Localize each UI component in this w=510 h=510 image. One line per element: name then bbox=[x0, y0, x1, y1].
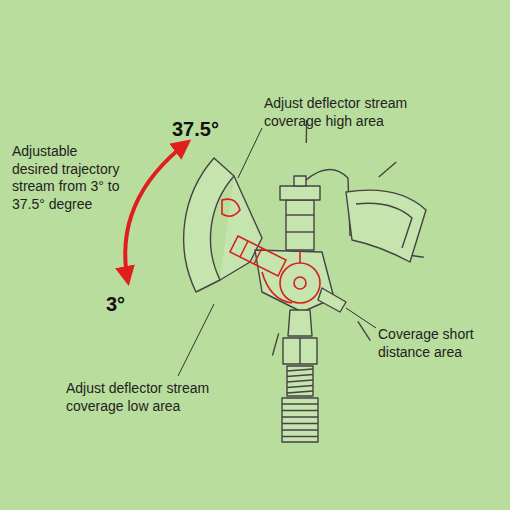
thread-line bbox=[282, 423, 318, 424]
barrel-ring bbox=[240, 241, 248, 257]
deflector-rib bbox=[379, 162, 396, 177]
thread-line bbox=[282, 416, 318, 417]
barrel-ring bbox=[254, 248, 262, 264]
thread-line bbox=[287, 380, 313, 382]
hex-edge bbox=[299, 338, 300, 364]
deflector-rib bbox=[358, 321, 371, 340]
internal-parts bbox=[222, 199, 320, 303]
thread-line bbox=[287, 391, 313, 393]
callout-label: Coverage short distance area bbox=[378, 326, 496, 361]
thread-line bbox=[287, 386, 313, 388]
leader-line bbox=[178, 304, 214, 376]
gear-wheel bbox=[280, 263, 320, 303]
inner-channel bbox=[262, 272, 292, 303]
gear-hub bbox=[294, 277, 306, 289]
deflector-tab bbox=[222, 199, 240, 216]
sprinkler-body bbox=[184, 120, 426, 442]
counterweight-shell bbox=[346, 190, 426, 262]
callout-label: Adjust deflector stream coverage high ar… bbox=[264, 95, 464, 130]
top-cap bbox=[280, 186, 320, 200]
top-knob bbox=[294, 176, 306, 186]
threaded-neck bbox=[287, 366, 313, 396]
spring-ring bbox=[286, 214, 314, 215]
screw-threads bbox=[282, 369, 318, 437]
wire-arm bbox=[306, 169, 350, 236]
short-nozzle bbox=[318, 288, 346, 312]
trajectory-arrow bbox=[125, 142, 188, 282]
thread-line bbox=[282, 403, 318, 404]
drive-shaft bbox=[299, 250, 301, 263]
base-fitting bbox=[282, 398, 318, 442]
thread-line bbox=[282, 436, 318, 437]
thread-line bbox=[282, 429, 318, 430]
thread-line bbox=[287, 369, 313, 371]
angle-label: 3° bbox=[106, 292, 125, 317]
angle-label: 37.5° bbox=[172, 117, 219, 142]
leader-lines bbox=[178, 128, 376, 376]
thread-line bbox=[282, 410, 318, 411]
spring-ring bbox=[286, 231, 314, 232]
nozzle-barrel bbox=[230, 236, 286, 276]
callout-label: Adjust deflector stream coverage low are… bbox=[66, 380, 256, 415]
spring-housing bbox=[286, 200, 314, 250]
thread-line bbox=[287, 375, 313, 377]
shell-edge bbox=[356, 203, 412, 248]
callout-label: Adjustable desired trajectory stream fro… bbox=[12, 143, 126, 213]
deflector-rib bbox=[272, 333, 278, 355]
stem bbox=[288, 310, 312, 336]
hex-nut bbox=[283, 338, 317, 364]
leader-line bbox=[238, 128, 262, 178]
